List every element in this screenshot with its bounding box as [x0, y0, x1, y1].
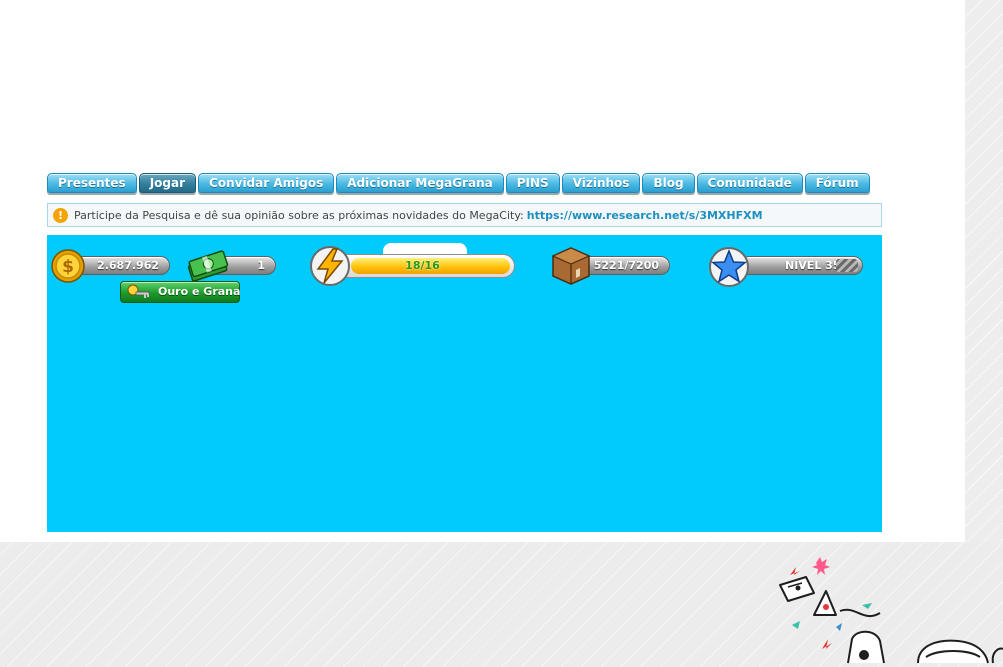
box-icon	[551, 247, 591, 285]
survey-info-bar: ! Participe da Pesquisa e dê sua opinião…	[47, 203, 882, 227]
star-icon	[709, 247, 749, 287]
tab-jogar[interactable]: Jogar	[138, 173, 197, 193]
svg-text:$: $	[62, 257, 74, 277]
background-pattern-strip	[965, 0, 1003, 542]
survey-text: Participe da Pesquisa e dê sua opinião s…	[74, 208, 524, 222]
coins-counter: 2.687.962	[67, 256, 170, 275]
tab-vizinhos[interactable]: Vizinhos	[561, 173, 641, 193]
ouro-e-grana-button[interactable]: Ouro e Grana	[120, 281, 240, 303]
level-value: NÍVEL 35	[785, 259, 841, 272]
energy-fill	[351, 258, 510, 274]
survey-link[interactable]: https://www.research.net/s/3MXHFXM	[526, 208, 763, 222]
key-icon	[127, 284, 150, 298]
nav-tabs: Presentes Jogar Convidar Amigos Adiciona…	[47, 173, 870, 195]
cash-value: 1	[257, 259, 265, 272]
tab-pins[interactable]: PINS	[505, 173, 560, 193]
decorative-doodle	[779, 557, 1003, 664]
level-progress-stripes	[836, 259, 858, 272]
storage-counter: 5221/7200	[580, 256, 670, 275]
energy-bar: 18/16	[330, 254, 515, 278]
game-canvas[interactable]: 2.687.962 $ 1 Ou	[47, 235, 882, 532]
tab-presentes[interactable]: Presentes	[47, 173, 137, 193]
energy-bar-tab	[383, 243, 467, 255]
coins-value: 2.687.962	[97, 259, 159, 272]
energy-value: 18/16	[405, 259, 440, 272]
cash-icon	[187, 250, 229, 282]
info-icon: !	[53, 207, 68, 223]
level-indicator: NÍVEL 35	[740, 256, 863, 275]
ouro-e-grana-label: Ouro e Grana	[158, 285, 241, 298]
storage-value: 5221/7200	[593, 259, 659, 272]
tab-blog[interactable]: Blog	[642, 173, 695, 193]
lightning-bolt-icon	[310, 246, 350, 286]
tab-comunidade[interactable]: Comunidade	[696, 173, 803, 193]
coin-icon: $	[51, 249, 85, 283]
tab-convidar-amigos[interactable]: Convidar Amigos	[198, 173, 335, 193]
tab-adicionar-megagrana[interactable]: Adicionar MegaGrana	[336, 173, 504, 193]
page-panel: Presentes Jogar Convidar Amigos Adiciona…	[0, 0, 965, 542]
tab-forum[interactable]: Fórum	[804, 173, 870, 193]
